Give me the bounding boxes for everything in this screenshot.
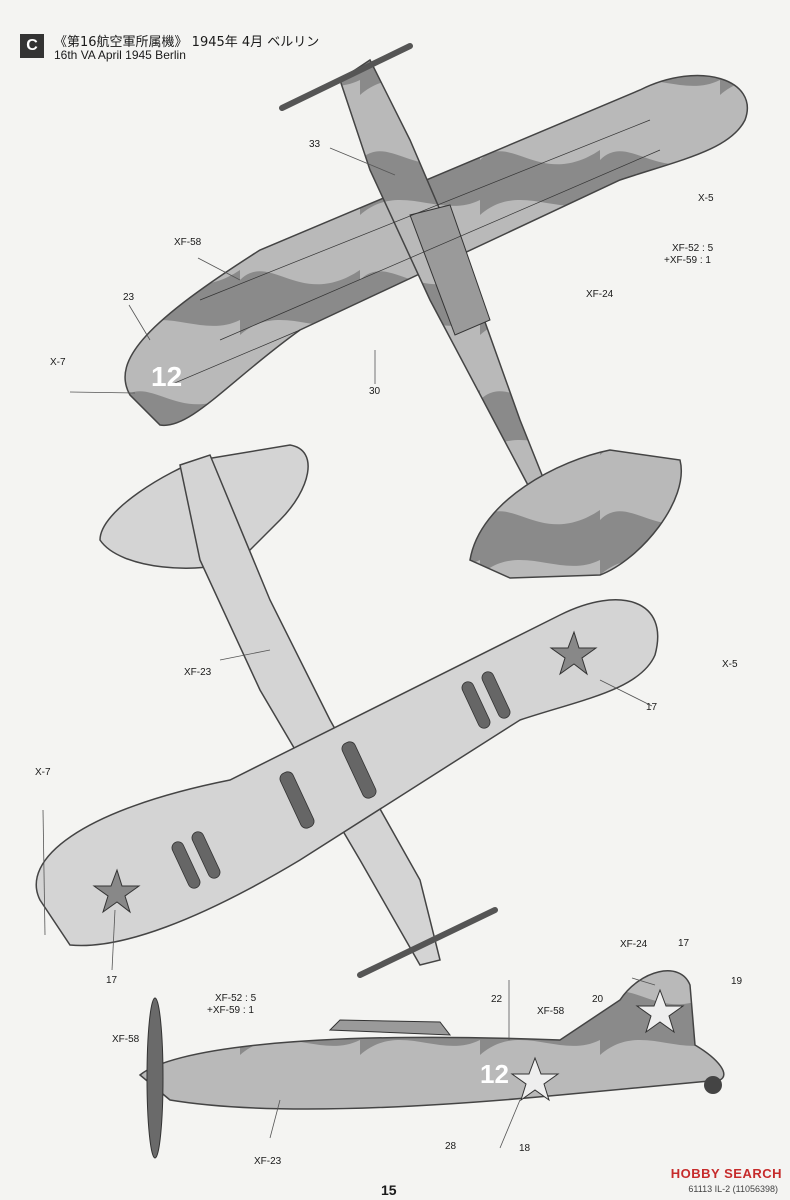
top-view-aircraft-number: 12 bbox=[151, 361, 183, 392]
side-view-aircraft-number: 12 bbox=[480, 1059, 509, 1089]
leader-lines bbox=[42, 147, 656, 1149]
part-number: 19 bbox=[731, 976, 743, 987]
part-number: 30 bbox=[369, 386, 381, 397]
callout-label: XF-24 bbox=[620, 939, 648, 950]
side-view-canopy bbox=[328, 1019, 452, 1036]
top-view-tailplane bbox=[469, 449, 683, 579]
callout-label: X-7 bbox=[50, 357, 66, 368]
side-view-tailwheel bbox=[704, 1076, 722, 1094]
part-number: 17 bbox=[646, 702, 658, 713]
side-view bbox=[138, 970, 725, 1159]
part-number: 33 bbox=[309, 139, 321, 150]
bottom-view-propeller bbox=[357, 907, 498, 978]
callout-label: XF-24 bbox=[586, 289, 614, 300]
top-view-propeller bbox=[279, 43, 413, 111]
bottom-view bbox=[35, 444, 659, 978]
bottom-view-fuselage bbox=[179, 454, 441, 966]
side-view-fuselage bbox=[138, 970, 725, 1110]
part-number: 22 bbox=[491, 994, 503, 1005]
side-view-propeller bbox=[146, 997, 164, 1159]
watermark: HOBBY SEARCH bbox=[670, 1166, 782, 1181]
callout-label: XF-23 bbox=[254, 1156, 282, 1167]
callout-label: XF-23 bbox=[184, 667, 212, 678]
part-number: 28 bbox=[445, 1141, 457, 1152]
side-view-star-tail bbox=[635, 988, 685, 1034]
bottom-view-wing bbox=[35, 599, 659, 947]
callout-label: +XF-59 : 1 bbox=[207, 1005, 254, 1016]
side-view-star-fuselage bbox=[510, 1056, 560, 1102]
callout-label: +XF-59 : 1 bbox=[664, 255, 711, 266]
title-japanese: 《第16航空軍所属機》 1945年 4月 ベルリン bbox=[54, 35, 320, 50]
top-view bbox=[124, 43, 748, 579]
page-number: 15 bbox=[381, 1182, 397, 1198]
part-number: 20 bbox=[592, 994, 604, 1005]
bottom-view-star-left bbox=[92, 868, 141, 914]
callout-label: XF-58 bbox=[174, 237, 202, 248]
section-badge: C bbox=[20, 34, 44, 58]
callout-label: XF-52 : 5 bbox=[215, 993, 257, 1004]
callout-label: XF-58 bbox=[537, 1006, 565, 1017]
product-code: 61113 IL-2 (11056398) bbox=[688, 1184, 778, 1194]
part-number: 17 bbox=[106, 975, 118, 986]
part-number: 18 bbox=[519, 1143, 531, 1154]
part-number: 23 bbox=[123, 292, 135, 303]
callout-label: XF-58 bbox=[112, 1034, 140, 1045]
part-number: 17 bbox=[678, 938, 690, 949]
callout-label: X-5 bbox=[722, 659, 738, 670]
top-view-canopy bbox=[409, 204, 491, 336]
callout-label: X-5 bbox=[698, 193, 714, 204]
title-english: 16th VA April 1945 Berlin bbox=[54, 48, 186, 62]
callout-label: X-7 bbox=[35, 767, 51, 778]
bottom-view-star-right bbox=[549, 630, 598, 676]
callout-label: XF-52 : 5 bbox=[672, 243, 714, 254]
